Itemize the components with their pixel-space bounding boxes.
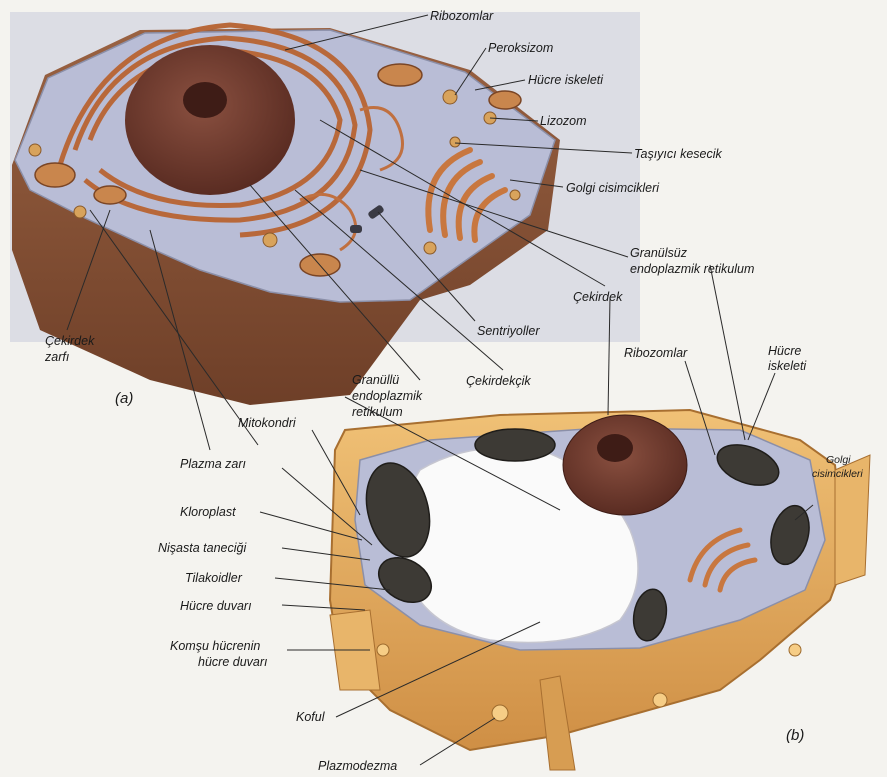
label-lizozom: Lizozom — [540, 114, 587, 128]
label-cekirdek-zarfi-1: Çekirdek — [45, 334, 95, 348]
label-ribozomlar-b: Ribozomlar — [624, 346, 688, 360]
label-cekirdek-zarfi-2: zarfı — [44, 350, 69, 364]
label-peroksizom: Peroksizom — [488, 41, 553, 55]
label-hucre-iskeleti-b-2: iskeleti — [768, 359, 807, 373]
label-golgi-b-2: cisimcikleri — [812, 468, 863, 480]
label-plazmodezma: Plazmodezma — [318, 759, 397, 773]
label-tilakoidler: Tilakoidler — [185, 571, 243, 585]
label-granulsuz-er-1: Granülsüz — [630, 246, 688, 260]
label-granullu-er-1: Granüllü — [352, 373, 399, 387]
label-granullu-er-3: retikulum — [352, 405, 403, 419]
label-hucre-duvari: Hücre duvarı — [180, 599, 252, 613]
label-nisasta-tanecigi: Nişasta taneciği — [158, 541, 247, 555]
animal-cell — [10, 12, 640, 405]
label-golgi-a: Golgi cisimcikleri — [566, 181, 660, 195]
plant-nucleus — [563, 415, 687, 515]
label-mitokondri: Mitokondri — [238, 416, 297, 430]
label-golgi-b-1: Golgi — [826, 454, 851, 466]
label-ribozomlar-a: Ribozomlar — [430, 9, 494, 23]
label-sentriyoller: Sentriyoller — [477, 324, 540, 338]
label-granulsuz-er-2: endoplazmik retikulum — [630, 262, 754, 276]
nucleolus — [183, 82, 227, 118]
panel-b-tag: (b) — [786, 727, 804, 744]
panel-a-tag: (a) — [115, 390, 133, 407]
plant-cell — [330, 410, 870, 770]
label-tasiyici-kesecik: Taşıyıcı kesecik — [634, 147, 723, 161]
label-plazma-zari: Plazma zarı — [180, 457, 246, 471]
label-kloroplast: Kloroplast — [180, 505, 236, 519]
label-cekirdekcik: Çekirdekçik — [466, 374, 531, 388]
label-hucre-iskeleti-a: Hücre iskeleti — [528, 73, 604, 87]
label-hucre-iskeleti-b-1: Hücre — [768, 344, 801, 358]
label-koful: Koful — [296, 710, 326, 724]
label-granullu-er-2: endoplazmik — [352, 389, 423, 403]
plant-nucleolus — [597, 434, 633, 462]
label-komsu-1: Komşu hücrenin — [170, 639, 260, 653]
nucleus — [125, 45, 295, 195]
label-cekirdek: Çekirdek — [573, 290, 623, 304]
label-komsu-2: hücre duvarı — [198, 655, 267, 669]
